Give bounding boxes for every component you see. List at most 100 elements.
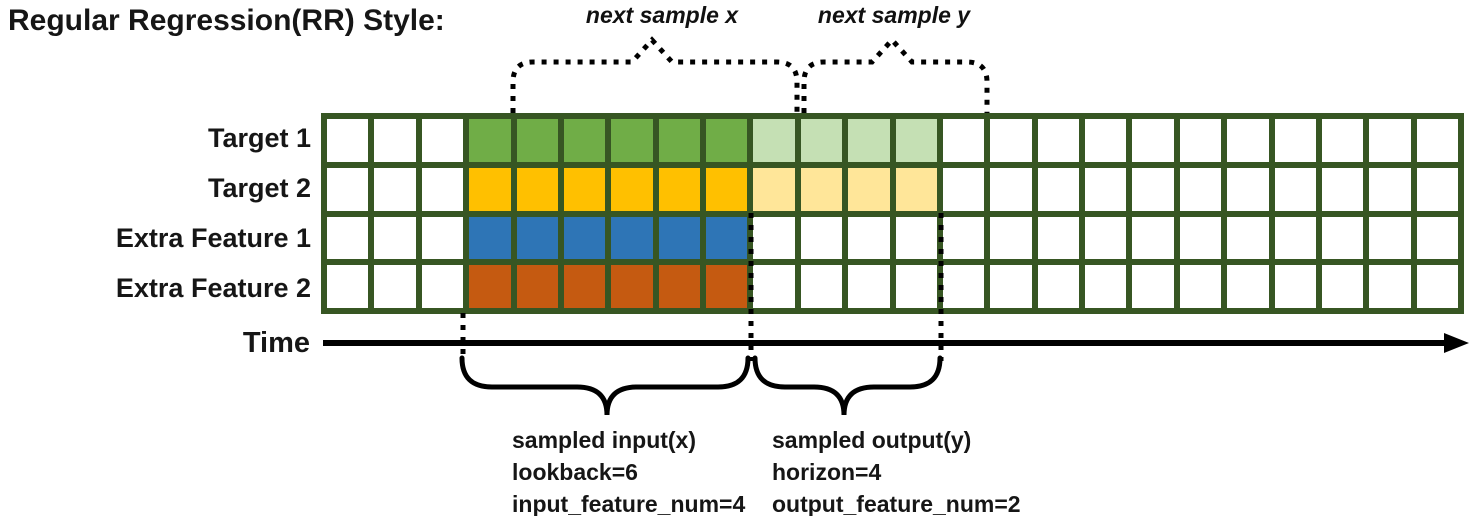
grid-cell [1085,216,1127,260]
grid-cell [800,265,843,308]
grid-cell [421,167,464,211]
next-sample-y-brace [801,36,990,113]
sampled-output-brace [752,355,943,416]
timeseries-grid [321,113,1464,314]
grid-cell [848,216,890,260]
row-label-column: Target 1 Target 2 Extra Feature 1 Extra … [0,113,311,314]
grid-cell [1227,167,1269,211]
grid-cell [563,119,606,162]
grid-cell [469,216,511,260]
grid-cell [706,167,748,211]
grid-cell [1227,265,1269,308]
grid-cell [327,265,369,308]
grid-cell [990,216,1032,260]
grid-cell [1132,265,1174,308]
grid-cell [942,265,985,308]
grid-cell [895,119,937,162]
grid-cell [753,119,795,162]
sampled-input-note: sampled input(x) lookback=6 input_featur… [512,424,745,516]
grid-cell [753,265,795,308]
row-label-extra-feature-1: Extra Feature 1 [115,223,311,254]
grid-cell [421,265,464,308]
grid-cell [1179,167,1222,211]
grid-cell [1369,265,1411,308]
grid-cell [1037,119,1079,162]
grid-cell [611,119,653,162]
grid-cell [563,216,606,260]
grid-cell [1274,265,1316,308]
grid-cell [374,216,416,260]
sampled-input-line: sampled input(x) [512,427,697,453]
grid-cell [706,216,748,260]
grid-cell [706,265,748,308]
grid-cell [1037,167,1079,211]
grid-cell [421,119,464,162]
grid-cell [1369,216,1411,260]
grid-cell [800,167,843,211]
grid-cell [1274,216,1316,260]
next-sample-y-label: next sample y [817,2,971,28]
grid-cell [516,119,558,162]
row-label-target-1: Target 1 [207,122,311,153]
grid-cell [1227,216,1269,260]
row-label-target-2: Target 2 [207,172,311,203]
grid-cell [1321,167,1364,211]
grid-cell [611,167,653,211]
time-axis-label: Time [242,327,310,359]
grid-cell [327,119,369,162]
diagram-title: Regular Regression(RR) Style: [8,4,445,37]
grid-cell [895,265,937,308]
grid-cell [942,119,985,162]
grid-cell [942,216,985,260]
input-feature-num-line: input_feature_num=4 [512,491,746,516]
grid-cell [1416,167,1458,211]
sampled-input-brace [459,355,751,416]
grid-cell [800,119,843,162]
grid-cell [848,167,890,211]
grid-cell [469,167,511,211]
grid-cell [1416,216,1458,260]
grid-cell [848,119,890,162]
grid-cell [1274,119,1316,162]
horizon-line: horizon=4 [772,459,882,485]
grid-cell [469,265,511,308]
grid-cell [1179,216,1222,260]
grid-cell [1321,265,1364,308]
grid-cell [516,216,558,260]
grid-cell [516,265,558,308]
grid-cell [1321,216,1364,260]
grid-cell [1369,167,1411,211]
grid-cell [658,167,700,211]
grid-cell [753,216,795,260]
grid-cell [1132,119,1174,162]
row-label-extra-feature-2: Extra Feature 2 [115,273,311,304]
grid-cell [658,119,700,162]
grid-cell [848,265,890,308]
grid-cell [1132,216,1174,260]
grid-cell [800,216,843,260]
grid-cell [990,265,1032,308]
grid-cell [611,265,653,308]
grid-cell [516,167,558,211]
grid-cell [327,216,369,260]
grid-cell [1179,119,1222,162]
sampled-output-line: sampled output(y) [772,427,972,453]
grid-cell [942,167,985,211]
sampled-output-note: sampled output(y) horizon=4 output_featu… [772,424,1021,516]
grid-cell [1369,119,1411,162]
output-feature-num-line: output_feature_num=2 [772,491,1021,516]
grid-cell [1416,119,1458,162]
grid-cell [469,119,511,162]
grid-cell [658,216,700,260]
grid-cell [611,216,653,260]
grid-cell [706,119,748,162]
grid-cell [1085,167,1127,211]
grid-cell [895,167,937,211]
time-axis-arrowhead [1444,333,1469,353]
grid-cell [1274,167,1316,211]
grid-cell [753,167,795,211]
grid-cell [374,167,416,211]
next-sample-x-label: next sample x [585,2,739,28]
grid-cell [990,119,1032,162]
